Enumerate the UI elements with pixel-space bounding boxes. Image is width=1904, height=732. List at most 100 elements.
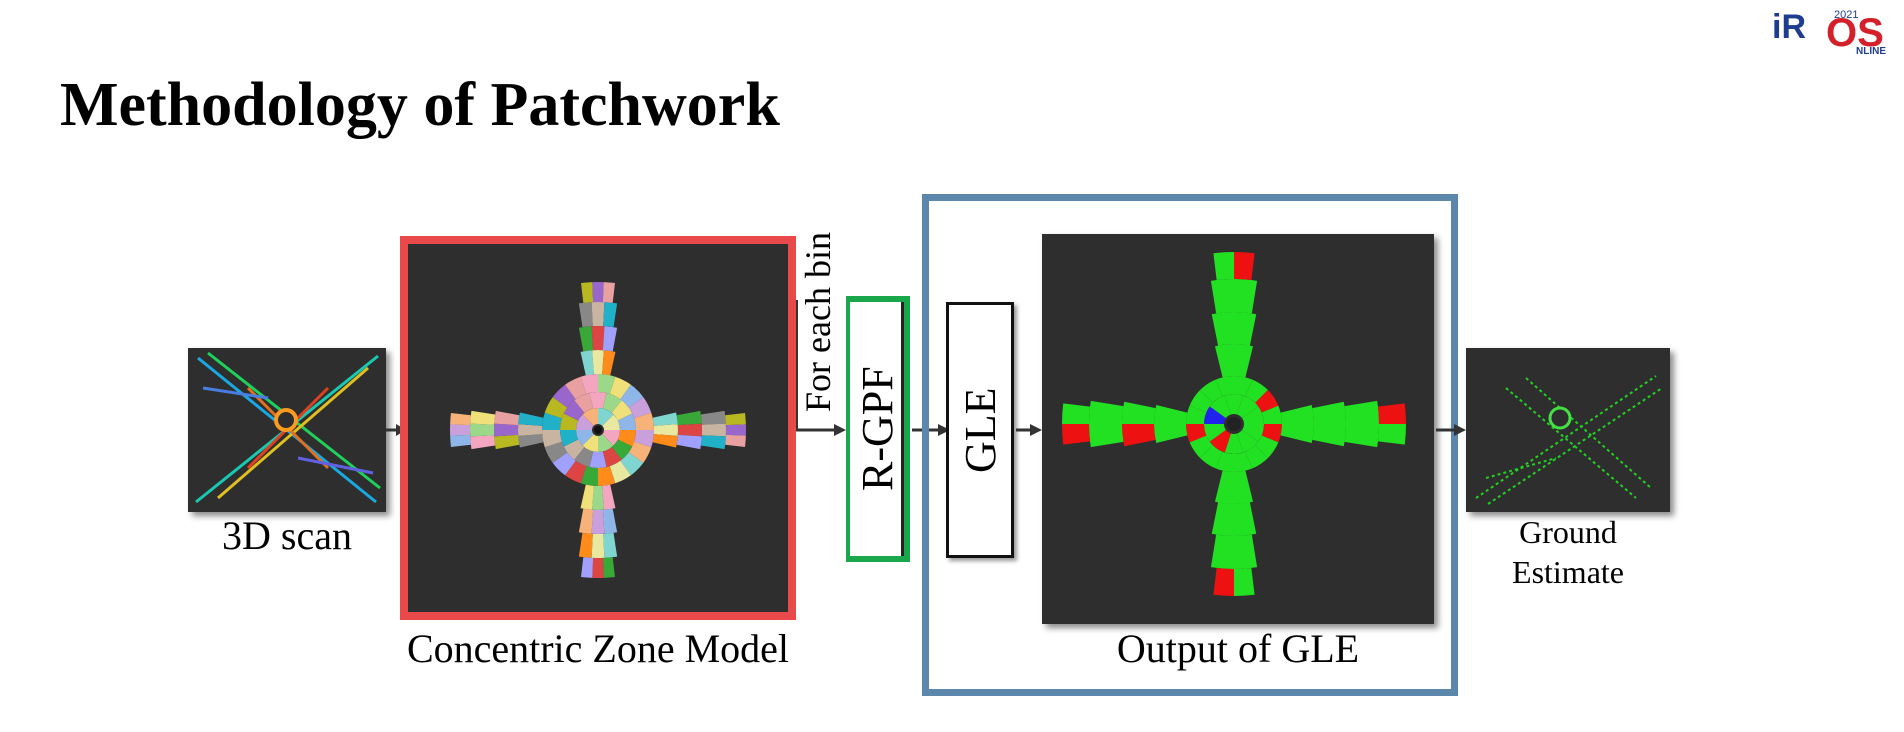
rgpf-block: R-GPF	[846, 296, 910, 562]
czm-bin	[591, 326, 605, 351]
gle-bin	[1234, 470, 1254, 504]
gle-bin	[1234, 567, 1255, 596]
bracket-to-rgpf	[796, 300, 850, 440]
gle-bin	[1344, 424, 1379, 448]
czm-bin	[542, 412, 562, 430]
czm-bin	[602, 447, 622, 468]
input-caption: 3D scan	[222, 513, 352, 558]
czm-bin	[470, 423, 495, 437]
czm-bin	[581, 282, 594, 303]
gle-bin	[1344, 400, 1379, 424]
ground-estimate-caption-line2: Estimate	[1512, 554, 1624, 590]
czm-bin	[592, 282, 604, 303]
czm-bin	[677, 423, 702, 437]
gle-bin	[1377, 403, 1406, 424]
czm-bin	[603, 532, 618, 558]
czm-bin	[598, 408, 614, 426]
gle-bin	[1234, 252, 1255, 281]
czm-bin	[494, 410, 520, 426]
gle-bin	[1261, 405, 1282, 424]
rgpf-label: R-GPF	[853, 366, 902, 492]
gle-bin	[1280, 404, 1314, 424]
czm-bin	[552, 384, 576, 408]
czm-bin	[617, 430, 636, 447]
gle-bin	[1154, 404, 1188, 424]
czm-bin	[494, 434, 520, 450]
czm-bin	[602, 508, 618, 534]
czm-bin	[580, 374, 598, 394]
czm-bin	[591, 509, 605, 534]
czm-bin	[652, 412, 678, 426]
gle-bin	[1224, 394, 1244, 415]
czm-bin	[581, 557, 594, 578]
gle-bin	[1255, 435, 1279, 458]
czm-bin	[602, 350, 616, 376]
gle-bin	[1312, 424, 1346, 447]
czm-bin	[574, 392, 594, 413]
gle-bin	[1280, 424, 1314, 444]
gle-bin	[1234, 344, 1254, 378]
czm-bin	[609, 460, 631, 484]
czm-bin	[450, 413, 471, 426]
czm-bin	[494, 423, 519, 437]
gle-bin	[1234, 451, 1253, 472]
gle-bin	[1242, 406, 1264, 424]
gle-caption: Output of GLE	[1116, 626, 1360, 671]
gle-bin	[1234, 502, 1257, 536]
czm-bin	[602, 326, 618, 352]
czm-bin	[450, 434, 471, 447]
czm-bin	[518, 434, 544, 448]
czm-bin	[589, 392, 607, 409]
gle-bin	[1089, 400, 1124, 424]
gle-bin	[1255, 390, 1279, 413]
czm-bin	[700, 435, 726, 450]
czm-bin	[591, 302, 605, 327]
gle-bin	[1062, 403, 1091, 424]
czm-bin	[598, 374, 616, 394]
czm-bin	[563, 439, 585, 460]
czm-bin	[565, 460, 587, 484]
czm-bin	[582, 408, 598, 426]
czm-bin	[598, 434, 614, 452]
page-title: Methodology of Patchwork	[60, 71, 780, 139]
czm-bin	[565, 376, 587, 400]
iros-logo: iR OS 2021 NLINE	[1772, 4, 1898, 56]
czm-bin	[700, 410, 726, 425]
gle-bin	[1245, 379, 1268, 403]
czm-bin	[576, 414, 594, 430]
gle-bin	[1377, 424, 1406, 445]
czm-bin	[611, 439, 633, 460]
czm-bin	[701, 423, 726, 437]
czm-bin	[634, 412, 654, 430]
czm-bin	[634, 430, 654, 448]
gle-bin	[1211, 312, 1234, 346]
gle-bin	[1237, 395, 1259, 419]
czm-bin	[603, 302, 618, 328]
czm-bin	[653, 424, 678, 436]
arrow-to-ground-estimate	[1436, 422, 1466, 438]
czm-bin	[602, 430, 620, 446]
arrow-gle-to-output	[1016, 422, 1042, 438]
czm-bins	[450, 282, 746, 578]
gle-bin	[1186, 424, 1207, 443]
gle-bin	[1224, 433, 1244, 454]
gle-bin	[1245, 445, 1268, 469]
czm-bin	[676, 410, 702, 426]
czm-bin	[450, 424, 471, 436]
svg-text:iR: iR	[1772, 8, 1806, 46]
czm-bin	[620, 452, 644, 476]
gle-bins	[1062, 252, 1406, 596]
gle-bin	[1237, 429, 1259, 453]
gle-bin	[1189, 390, 1213, 413]
ground-estimate-image	[1466, 348, 1670, 512]
czm-bin	[592, 350, 604, 375]
svg-text:NLINE: NLINE	[1856, 46, 1886, 56]
czm-bin	[725, 434, 746, 447]
czm-bin	[578, 302, 593, 328]
czm-bin	[544, 441, 568, 463]
czm-bin	[574, 447, 594, 468]
gle-bin	[1210, 279, 1234, 314]
gle-bin	[1213, 252, 1234, 281]
gle-bin	[1200, 445, 1223, 469]
gle-bin	[1189, 435, 1213, 458]
